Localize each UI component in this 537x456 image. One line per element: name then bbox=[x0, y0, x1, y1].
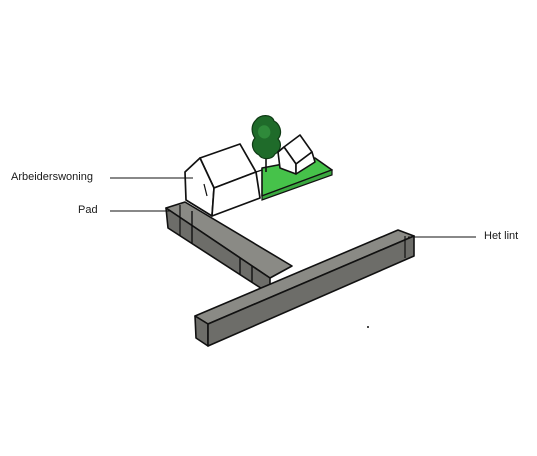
plot-edge bbox=[255, 169, 263, 173]
stray-dot bbox=[367, 326, 369, 328]
grass-plot-edge bbox=[261, 169, 333, 201]
path-label: Pad bbox=[78, 204, 98, 216]
ribbon-front bbox=[207, 235, 415, 347]
worker-house-icon bbox=[184, 143, 261, 217]
tree-icon bbox=[251, 115, 282, 172]
worker-house-label: Arbeiderswoning bbox=[11, 171, 93, 183]
small-house-icon bbox=[277, 134, 316, 175]
road-network bbox=[165, 201, 415, 347]
ribbon-label: Het lint bbox=[484, 230, 519, 242]
